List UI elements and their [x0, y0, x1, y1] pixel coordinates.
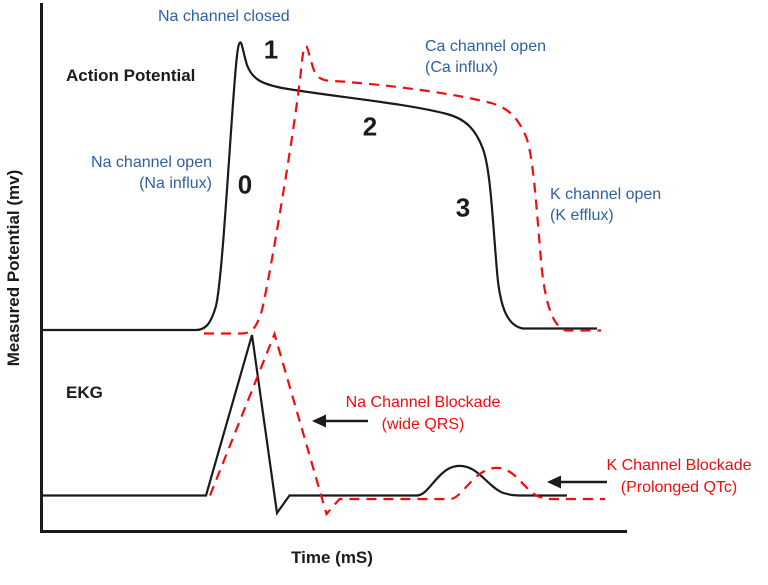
ekg-label: EKG: [66, 383, 103, 402]
phase-1-label: 1: [263, 34, 279, 65]
ca-channel-open-annotation: Ca channel open (Ca influx): [425, 36, 546, 78]
na-channel-open-annotation: Na channel open (Na influx): [52, 152, 212, 194]
k-channel-open-annotation: K channel open (K efflux): [550, 184, 661, 226]
k-channel-open-line1: K channel open: [550, 186, 662, 203]
k-channel-blockade-line1: K Channel Blockade: [606, 457, 752, 474]
na-channel-open-line1: Na channel open: [91, 154, 212, 171]
x-axis-label: Time (mS): [291, 548, 373, 567]
phase-3-label: 3: [455, 192, 471, 223]
na-channel-blockade-line2: (wide QRS): [381, 416, 465, 433]
y-axis-label: Measured Potential (mv): [4, 169, 23, 367]
k-channel-blockade-line2: (Prolonged QTc): [620, 479, 738, 496]
action-potential-curve-blockade: [204, 44, 601, 335]
na-channel-open-line2: (Na influx): [139, 175, 212, 192]
qrs-blockade-arrowhead: [312, 414, 326, 428]
phase-2-label: 2: [362, 111, 378, 142]
phase-0-label: 0: [237, 169, 253, 200]
na-channel-closed-annotation: Na channel closed: [158, 8, 290, 25]
na-channel-blockade-annotation: Na Channel Blockade (wide QRS): [341, 392, 505, 436]
k-channel-blockade-annotation: K Channel Blockade (Prolonged QTc): [597, 455, 761, 499]
ca-channel-open-line1: Ca channel open: [425, 38, 546, 55]
ekg-curve-blockade: [208, 330, 605, 517]
qrs-blockade-arrow: [312, 414, 368, 428]
action-potential-label: Action Potential: [66, 66, 196, 85]
ca-channel-open-line2: (Ca influx): [425, 59, 498, 76]
action-potential-curve-normal: [41, 41, 597, 332]
qt-blockade-arrowhead: [547, 475, 561, 489]
na-channel-blockade-line1: Na Channel Blockade: [345, 394, 501, 411]
k-channel-open-line2: (K efflux): [550, 207, 614, 224]
qt-blockade-arrow: [547, 475, 607, 489]
ekg-curve-normal: [41, 334, 567, 516]
